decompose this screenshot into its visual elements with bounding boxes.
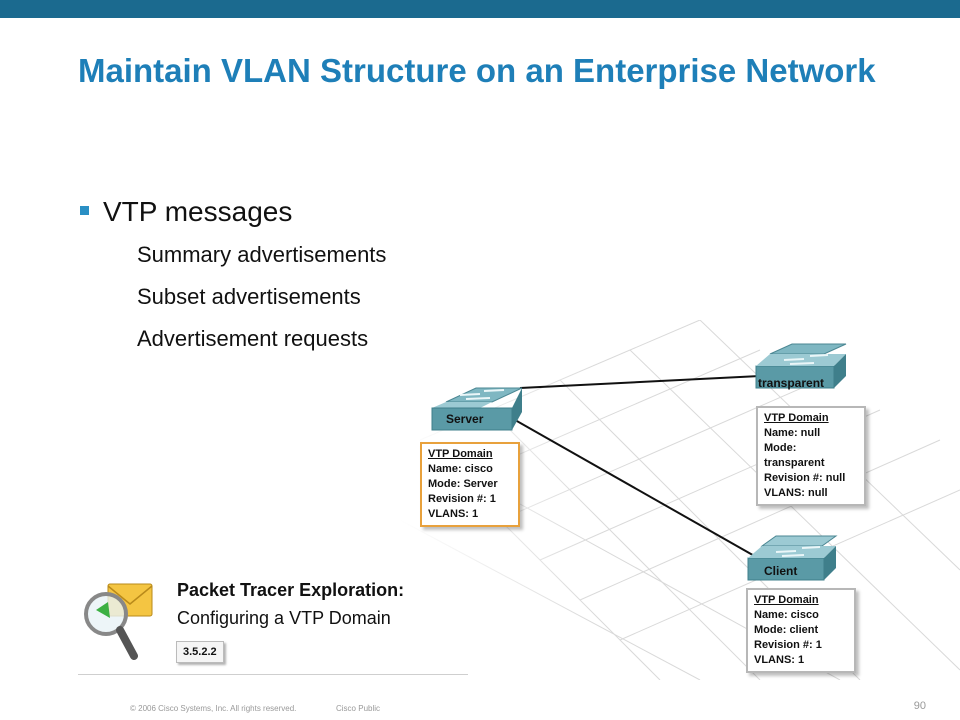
slide-title: Maintain VLAN Structure on an Enterprise…	[78, 52, 876, 89]
info-name: Name: cisco	[754, 609, 819, 621]
bullet-item: VTP messages	[80, 196, 292, 228]
client-switch-icon	[747, 535, 838, 581]
copyright-text: © 2006 Cisco Systems, Inc. All rights re…	[130, 704, 297, 713]
bullet-square-icon	[80, 206, 89, 216]
info-heading: VTP Domain	[764, 412, 829, 424]
info-heading: VTP Domain	[428, 448, 493, 460]
classification-text: Cisco Public	[336, 704, 381, 713]
info-name: Name: cisco	[428, 463, 493, 475]
transparent-label: transparent	[758, 376, 825, 390]
info-mode: Mode: transparent	[764, 442, 825, 469]
page-number: 90	[913, 700, 926, 712]
packet-tracer-icon[interactable]	[80, 580, 160, 670]
top-banner	[0, 0, 960, 18]
server-info-box: VTP Domain Name: cisco Mode: Server Revi…	[420, 442, 520, 527]
info-vlans: VLANS: 1	[754, 654, 805, 666]
divider	[78, 674, 468, 675]
info-revision: Revision #: 1	[754, 639, 822, 651]
info-revision: Revision #: 1	[428, 493, 496, 505]
link-server-client	[507, 415, 759, 559]
packet-tracer-title: Packet Tracer Exploration:	[177, 580, 405, 600]
transparent-info-box: VTP Domain Name: null Mode: transparent …	[756, 406, 866, 506]
info-name: Name: null	[764, 427, 821, 439]
bullet-text: VTP messages	[103, 196, 293, 227]
server-label: Server	[446, 412, 484, 426]
info-vlans: VLANS: null	[764, 487, 828, 499]
link-server-transparent	[519, 375, 761, 389]
activity-badge[interactable]: 3.5.2.2	[176, 641, 224, 663]
info-heading: VTP Domain	[754, 594, 819, 606]
sub-item-requests: Advertisement requests	[137, 326, 369, 351]
transparent-switch-icon	[755, 343, 847, 389]
server-switch-icon	[431, 387, 523, 431]
sub-item-summary: Summary advertisements	[137, 242, 387, 267]
info-revision: Revision #: null	[764, 472, 846, 484]
info-mode: Mode: client	[754, 624, 819, 636]
client-info-box: VTP Domain Name: cisco Mode: client Revi…	[746, 588, 856, 673]
magnifier-icon	[84, 592, 138, 660]
packet-tracer-subtitle[interactable]: Configuring a VTP Domain	[177, 608, 391, 628]
sub-item-subset: Subset advertisements	[137, 284, 361, 309]
info-vlans: VLANS: 1	[428, 508, 479, 520]
client-label: Client	[764, 564, 798, 578]
info-mode: Mode: Server	[428, 478, 498, 490]
